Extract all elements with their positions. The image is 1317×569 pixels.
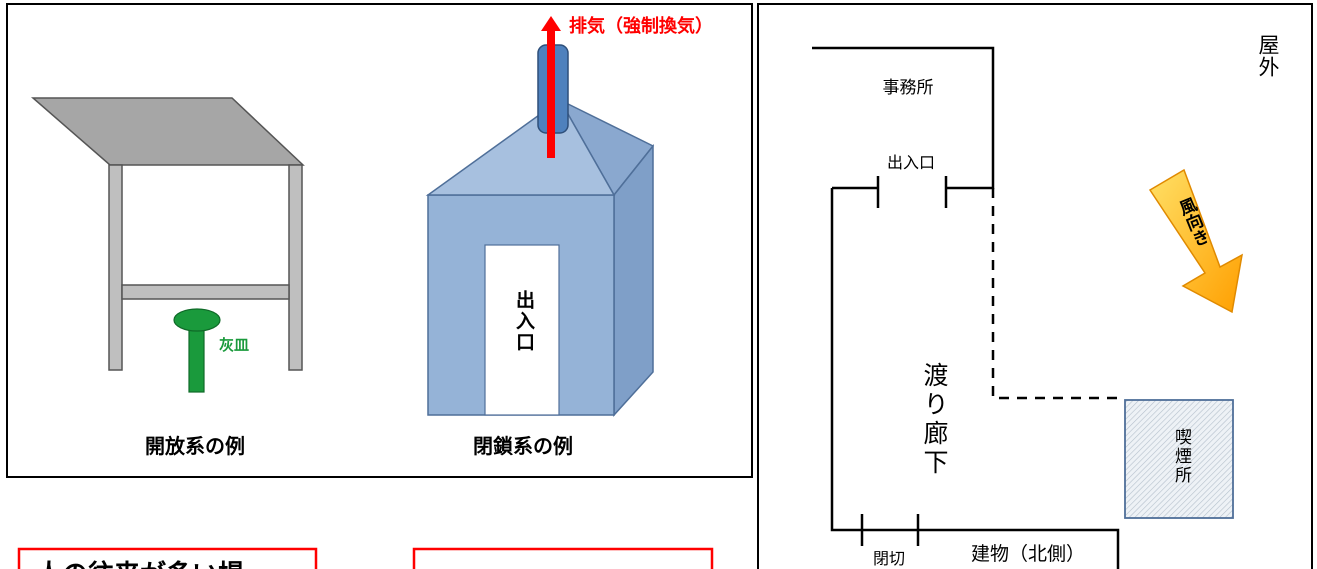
entrance-label: 出入口	[887, 154, 935, 172]
booth-door	[484, 244, 560, 416]
booth-entrance-label: 出入口	[513, 290, 534, 353]
left-panel-frame	[6, 3, 753, 478]
outdoor-label: 屋外	[1256, 34, 1279, 78]
exhaust-arrow-shaft	[547, 30, 555, 158]
building-label: 建物（北側）	[971, 543, 1085, 565]
shelter-roof	[30, 97, 305, 166]
smoking-area	[1124, 399, 1234, 519]
shelter-right-leg	[288, 164, 303, 371]
exhaust-arrow-head	[541, 16, 561, 31]
ashtray-top	[173, 308, 221, 332]
shelter-crossbar	[121, 284, 290, 300]
shelter-left-leg	[108, 164, 123, 371]
wind-direction-arrow	[1148, 168, 1244, 314]
right-panel-frame	[757, 3, 1313, 569]
smoking-area-label: 喫煙所	[1172, 428, 1191, 485]
office-label: 事務所	[883, 78, 934, 97]
bottom-left-box-text: 人の往来が多い場	[36, 559, 244, 569]
closed-booth-illustration	[425, 16, 655, 417]
open-side-dashed-line	[991, 188, 1118, 400]
partition-label: 閉切	[873, 550, 905, 568]
bottom-left-red-box	[17, 547, 318, 569]
open-type-caption: 開放系の例	[145, 434, 245, 458]
closed-type-caption: 閉鎖系の例	[473, 434, 573, 458]
corridor-wall	[830, 188, 1120, 569]
office-wall	[812, 46, 995, 190]
exhaust-label: 排気（強制換気）	[569, 15, 713, 36]
ashtray-stem	[188, 321, 205, 393]
ashtray-label: 灰皿	[219, 336, 249, 354]
open-shelter-illustration	[30, 97, 305, 393]
bottom-right-red-box	[412, 547, 714, 569]
corridor-label: 渡り廊下	[920, 362, 948, 478]
